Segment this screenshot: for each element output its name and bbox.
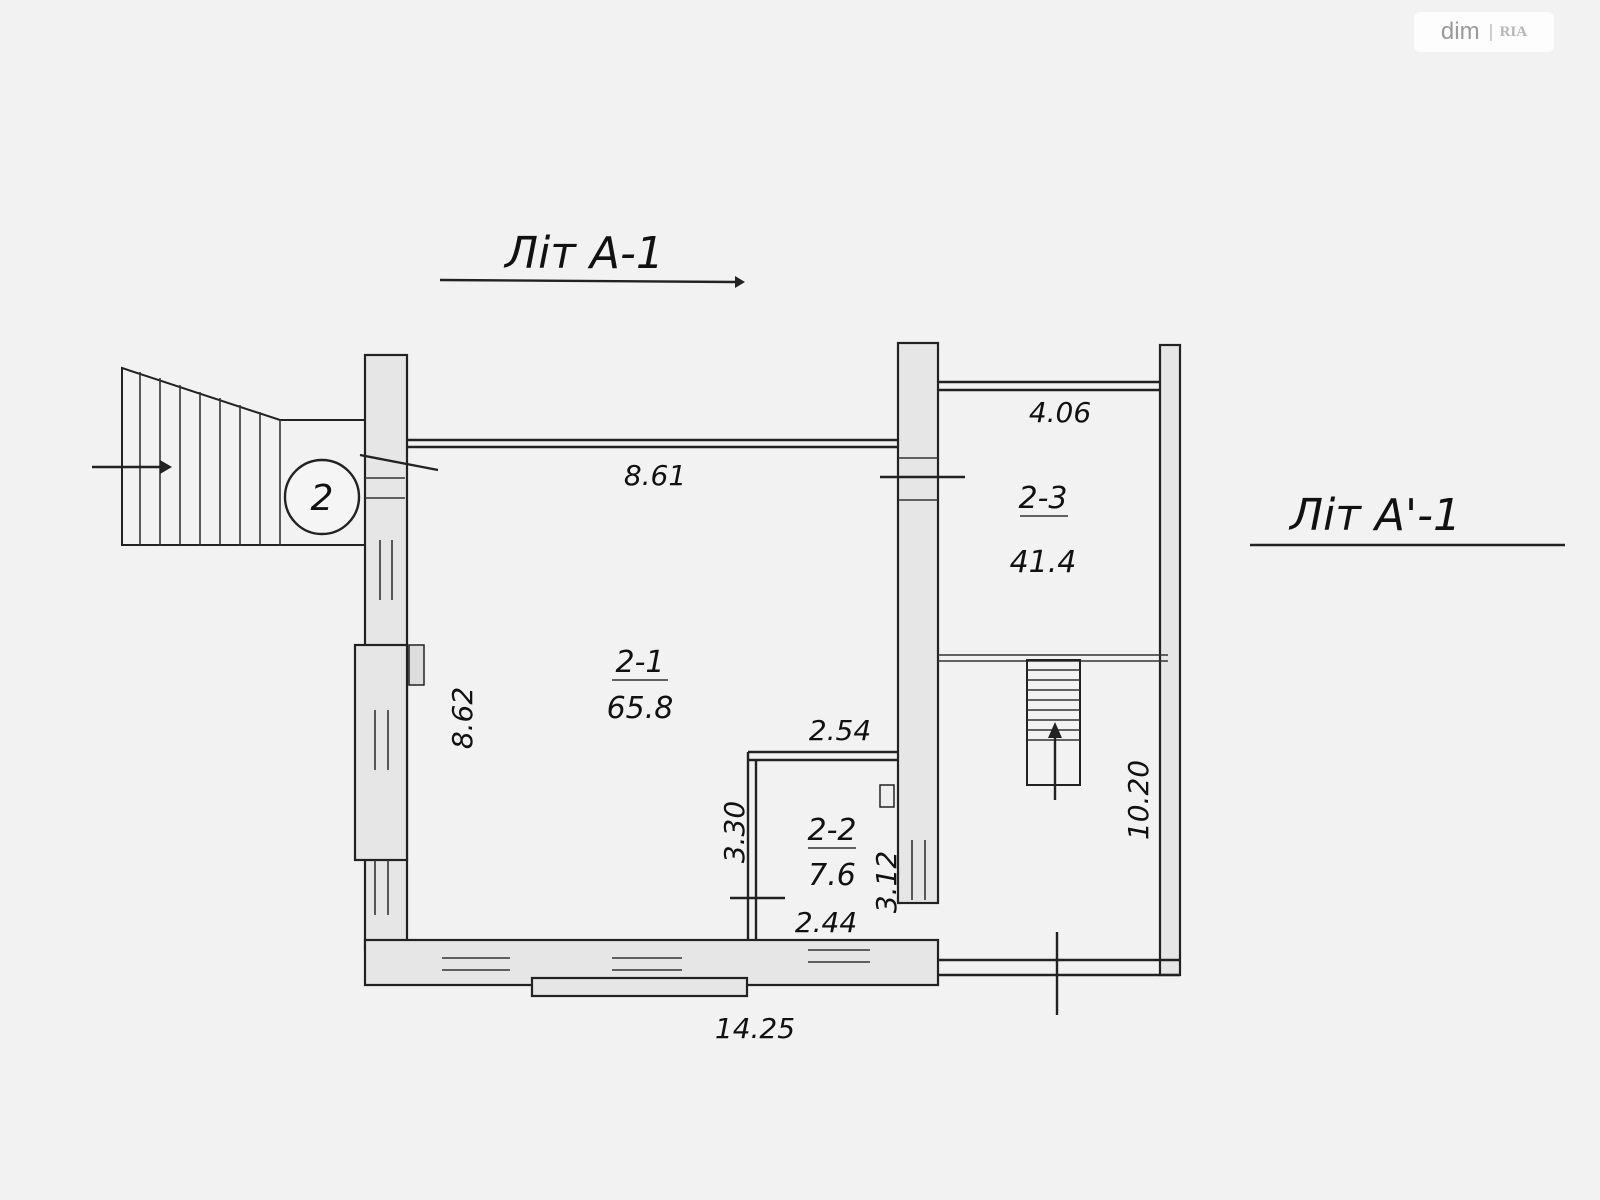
watermark-brand: dim bbox=[1440, 18, 1480, 45]
dim-left-height: 8.62 bbox=[446, 687, 479, 749]
small-fixture bbox=[879, 784, 895, 808]
stair-arrowhead bbox=[1048, 722, 1062, 738]
dim-top-main: 8.61 bbox=[624, 459, 686, 492]
room-22-code: 2-2 bbox=[808, 813, 857, 848]
room-21-area: 65.8 bbox=[607, 691, 674, 726]
room-23-code: 2-3 bbox=[1019, 481, 1068, 516]
wall-bottom-bump bbox=[530, 976, 749, 998]
entrance-number: 2 bbox=[311, 478, 334, 519]
dim-small-bottom: 2.44 bbox=[795, 906, 857, 939]
watermark-logo: dim RIA bbox=[1414, 12, 1554, 52]
wall-left-bump bbox=[353, 643, 409, 862]
window-bottom-1 bbox=[442, 957, 510, 971]
window-bottom-2 bbox=[612, 957, 682, 971]
wall-right bbox=[1158, 343, 1182, 977]
room-21-code: 2-1 bbox=[616, 645, 665, 680]
window-middle bbox=[911, 840, 926, 900]
title-lit-a1-prime: Літ А'-1 bbox=[1288, 490, 1461, 541]
dim-right-height: 10.20 bbox=[1122, 760, 1155, 840]
dim-small-left: 3.30 bbox=[718, 801, 751, 863]
window-left-2 bbox=[374, 710, 389, 770]
entrance-stairs bbox=[121, 366, 366, 546]
title-left-underline bbox=[439, 278, 736, 284]
room-22-area: 7.6 bbox=[808, 858, 856, 893]
entrance-arrowhead bbox=[160, 460, 172, 474]
window-bottom-3 bbox=[808, 949, 870, 963]
door-mark-left bbox=[359, 453, 439, 472]
dim-small-right: 3.12 bbox=[870, 851, 903, 913]
dim-bottom-total: 14.25 bbox=[715, 1012, 795, 1045]
watermark-sub: RIA bbox=[1489, 23, 1527, 41]
dim-small-top: 2.54 bbox=[809, 714, 871, 747]
title-lit-a1: Літ А-1 bbox=[503, 228, 664, 279]
title-left-arrow bbox=[735, 276, 745, 288]
radiator bbox=[408, 644, 425, 686]
room-23-area: 41.4 bbox=[1010, 545, 1077, 580]
dim-right-top: 4.06 bbox=[1029, 396, 1091, 429]
entrance-circle bbox=[283, 458, 361, 536]
wall-middle bbox=[896, 341, 940, 905]
inner-stairs bbox=[1026, 659, 1081, 786]
window-left-3 bbox=[374, 860, 389, 915]
window-left-1 bbox=[379, 540, 393, 600]
